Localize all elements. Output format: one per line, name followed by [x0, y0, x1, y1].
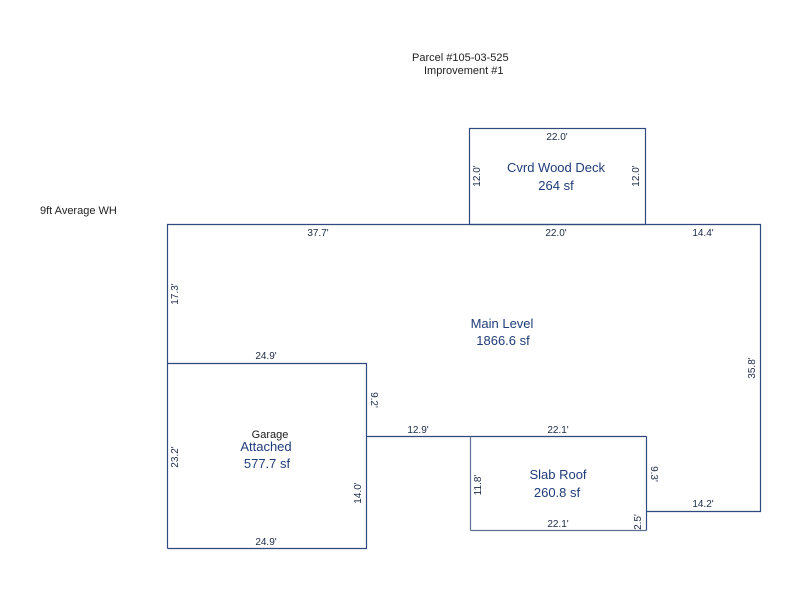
main-level-area[interactable]: 37.7' 22.0' 14.4' 17.3' 35.8' 14.2' 12.9… [166, 223, 762, 549]
slab-left-dimension: 11.8' [473, 475, 484, 496]
main-level-name: Main Level [471, 316, 534, 331]
slab-roof-area[interactable]: 22.1' 22.1' 11.8' 9.3' 2.5' Slab Roof 26… [469, 425, 660, 532]
main-right-dimension: 35.8' [747, 357, 758, 378]
main-top-left-dimension: 37.7' [307, 228, 328, 239]
deck-name: Cvrd Wood Deck [507, 160, 606, 175]
garage-name: Attached [240, 439, 291, 454]
garage-outline [167, 362, 368, 550]
deck-top-dimension: 22.0' [546, 132, 567, 143]
slab-top-dimension: 22.1' [547, 425, 568, 436]
main-bottom-right-dimension: 14.2' [692, 499, 713, 510]
slab-step-dimension: 2.5' [633, 514, 644, 530]
garage-left-dimension: 23.2' [170, 446, 181, 467]
main-level-area-value: 1866.6 sf [476, 333, 530, 348]
deck-left-dimension: 12.0' [472, 165, 483, 186]
main-left-dimension: 17.3' [170, 283, 181, 304]
garage-right-lower-dimension: 14.0' [353, 482, 364, 503]
garage-right-upper-dimension: 9.2' [368, 392, 379, 408]
improvement-label: Improvement #1 [424, 65, 504, 77]
main-level-outline [166, 223, 762, 549]
deck-area[interactable]: 22.0' 12.0' 12.0' Cvrd Wood Deck 264 sf [468, 127, 647, 226]
slab-roof-name: Slab Roof [529, 467, 586, 482]
main-top-right-dimension: 14.4' [692, 228, 713, 239]
deck-area-value: 264 sf [538, 178, 574, 193]
garage-category: Garage [252, 429, 289, 441]
garage-area[interactable]: 24.9' 23.2' 24.9' 14.0' 9.2' Garage Atta… [167, 351, 380, 550]
parcel-label: Parcel #105-03-525 [412, 52, 509, 64]
deck-bottom-dimension: 22.0' [545, 228, 566, 239]
wall-height-note: 9ft Average WH [40, 205, 117, 217]
slab-roof-area-value: 260.8 sf [534, 485, 581, 500]
slab-right-dimension: 9.3' [648, 466, 659, 482]
garage-area-value: 577.7 sf [244, 456, 291, 471]
garage-top-dimension: 24.9' [255, 351, 276, 362]
connector-dimension: 12.9' [407, 425, 428, 436]
deck-right-dimension: 12.0' [631, 165, 642, 186]
slab-bottom-dimension: 22.1' [547, 519, 568, 530]
garage-bottom-dimension: 24.9' [255, 537, 276, 548]
